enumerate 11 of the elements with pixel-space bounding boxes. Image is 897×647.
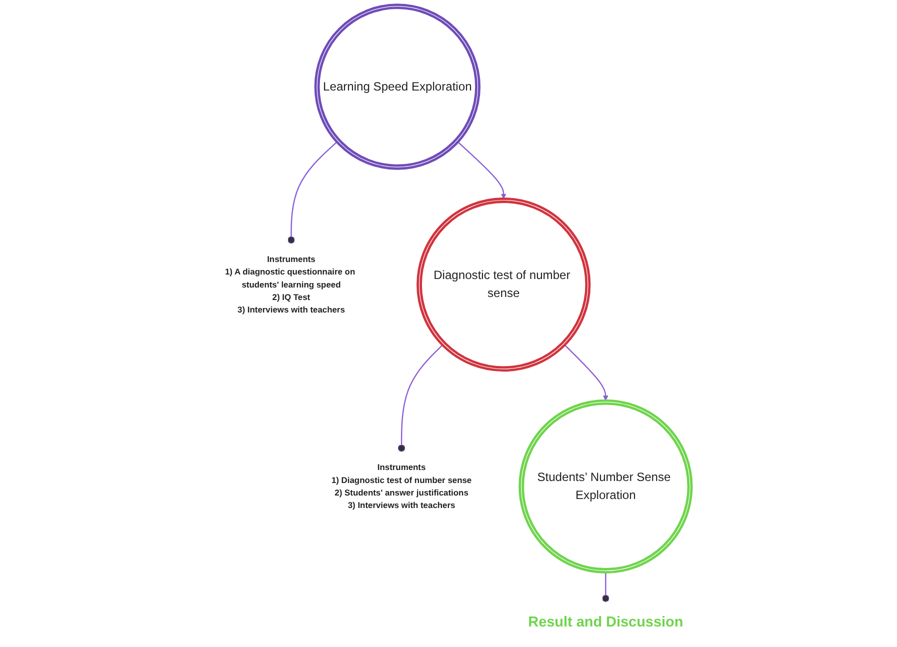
connector bbox=[398, 344, 444, 452]
arrow bbox=[564, 344, 609, 401]
node-text: Result and Discussion bbox=[528, 614, 684, 630]
node-text: Instruments 1) Diagnostic test of number sense 2) Students' answer justifications 3) Interviews with teachers bbox=[332, 462, 472, 510]
node-circle: Learning Speed Exploration bbox=[314, 4, 481, 170]
node-circle: Students’ Number Sense Exploration bbox=[519, 399, 694, 574]
node-circle: Diagnostic test of number sense bbox=[417, 198, 592, 372]
connector bbox=[288, 142, 338, 244]
connector bbox=[602, 572, 610, 602]
node-text: Instruments 1) A diagnostic questionnaire on students' learning speed 2) IQ Test 3) Interviews with teachers bbox=[225, 254, 356, 314]
arrow bbox=[458, 142, 507, 199]
